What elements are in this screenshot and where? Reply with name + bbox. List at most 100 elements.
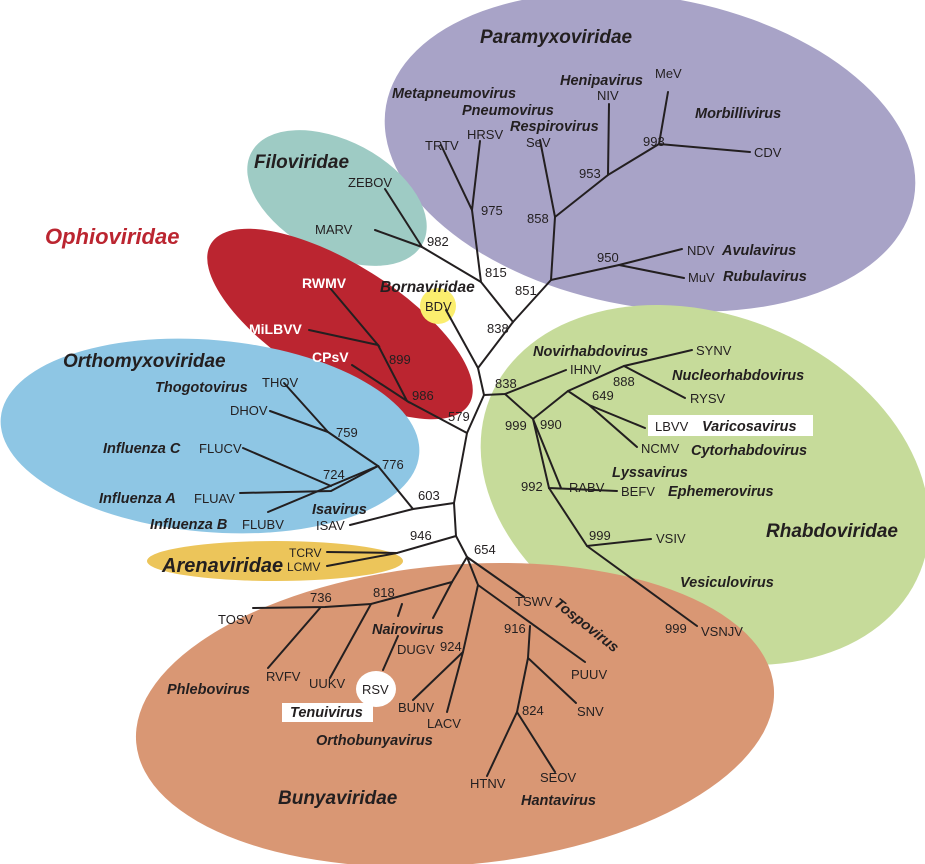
- branches: [239, 91, 751, 777]
- leaf-label: MARV: [315, 222, 353, 237]
- leaf-label: VSIV: [656, 531, 686, 546]
- genus-label: Novirhabdovirus: [533, 344, 648, 360]
- leaf-label: BDV: [425, 299, 452, 314]
- leaf-label: NCMV: [641, 441, 680, 456]
- leaf-label: RSV: [362, 682, 389, 697]
- leaf-label: HTNV: [470, 776, 506, 791]
- branch: [623, 365, 686, 399]
- bootstrap-value: 759: [336, 425, 358, 440]
- branch: [446, 651, 464, 713]
- genus-label: Varicosavirus: [702, 419, 797, 435]
- paramyxoviridae-region: [384, 0, 916, 312]
- family-label-orthomyxoviridae: Orthomyxoviridae: [63, 351, 226, 372]
- genus-label: Avulavirus: [721, 243, 796, 259]
- leaf-label: LACV: [427, 716, 461, 731]
- genus-label: Metapneumovirus: [392, 86, 516, 102]
- family-label-filoviridae: Filoviridae: [254, 152, 349, 173]
- genus-label: Respirovirus: [510, 119, 599, 135]
- bootstrap-value: 649: [592, 388, 614, 403]
- leaf-label: DHOV: [230, 403, 268, 418]
- family-label-rhabdoviridae: Rhabdoviridae: [766, 521, 898, 542]
- genus-label: Vesiculovirus: [680, 575, 774, 591]
- leaf-label: BEFV: [621, 484, 655, 499]
- genus-label: Thogotovirus: [155, 380, 248, 396]
- bootstrap-value: 999: [505, 418, 527, 433]
- branch: [471, 209, 552, 324]
- family-label-arenaviridae: Arenaviridae: [161, 555, 283, 577]
- leaf-label: DUGV: [397, 642, 435, 657]
- branch: [586, 545, 698, 627]
- genus-label: Nairovirus: [372, 622, 444, 638]
- bootstrap-value: 838: [487, 321, 509, 336]
- leaf-label: UUKV: [309, 676, 345, 691]
- leaf-label: ISAV: [316, 518, 345, 533]
- leaf-label: SYNV: [696, 343, 732, 358]
- leaf-label: MiLBVV: [249, 321, 303, 337]
- family-label-bornaviridae: Bornaviridae: [380, 279, 475, 296]
- genus-label: Ephemerovirus: [668, 484, 774, 500]
- bootstrap-value: 899: [389, 352, 411, 367]
- genus-label: Influenza A: [99, 491, 176, 507]
- bootstrap-value: 851: [515, 283, 537, 298]
- branch: [412, 556, 480, 701]
- branch: [549, 216, 683, 282]
- orthomyxoviridae-region: [0, 338, 420, 534]
- bootstrap-value: 982: [427, 234, 449, 249]
- bootstrap-value: 975: [481, 203, 503, 218]
- genus-label: Isavirus: [312, 502, 367, 518]
- bootstrap-value: 724: [323, 467, 345, 482]
- leaf-label: FLUCV: [199, 441, 242, 456]
- arenaviridae-region: [147, 541, 403, 581]
- leaf-label: RWMV: [302, 275, 347, 291]
- leaf-label: NIV: [597, 88, 619, 103]
- branch: [445, 309, 485, 396]
- leaf-label: LCMV: [287, 560, 320, 574]
- leaf-label: MuV: [688, 270, 715, 285]
- bootstrap-value: 953: [579, 166, 601, 181]
- leaf-label: LBVV: [655, 419, 689, 434]
- branch: [242, 447, 332, 487]
- branch: [532, 418, 562, 489]
- tenuivirus-highlight: [282, 703, 373, 722]
- branch: [267, 607, 321, 669]
- leaf-label: TOSV: [218, 612, 253, 627]
- branch: [406, 400, 468, 434]
- bootstrap-value: 818: [373, 585, 395, 600]
- bootstrap-value: 999: [665, 621, 687, 636]
- genus-label: Cytorhabdovirus: [691, 443, 807, 459]
- bootstrap-value: 924: [440, 639, 462, 654]
- family-label-ophioviridae: Ophioviridae: [45, 224, 179, 249]
- bootstrap-value: 986: [412, 388, 434, 403]
- leaf-label: PUUV: [571, 667, 607, 682]
- leaf-label: FLUBV: [242, 517, 284, 532]
- branch: [239, 431, 380, 494]
- branch: [267, 465, 379, 513]
- branch: [618, 264, 685, 279]
- bootstrap-value: 815: [485, 265, 507, 280]
- branch: [432, 581, 453, 619]
- leaf-label: CDV: [754, 145, 782, 160]
- genus-label: Henipavirus: [560, 73, 643, 89]
- branch: [516, 711, 556, 773]
- bornaviridae-region: [420, 288, 456, 324]
- bootstrap-value: 888: [613, 374, 635, 389]
- leaf-label: TSWV: [515, 594, 553, 609]
- leaf-label: NDV: [687, 243, 715, 258]
- genus-label: Rubulavirus: [723, 269, 807, 285]
- bootstrap-value: 999: [589, 528, 611, 543]
- bootstrap-value: 993: [643, 134, 665, 149]
- genus-label: Tenuivirus: [290, 705, 363, 721]
- genus-label: Influenza B: [150, 517, 227, 533]
- bootstrap-value: 990: [540, 417, 562, 432]
- genus-label: Orthobunyavirus: [316, 733, 433, 749]
- bootstrap-value: 838: [495, 376, 517, 391]
- leaf-label: VSNJV: [701, 624, 743, 639]
- bootstrap-value: 950: [597, 250, 619, 265]
- branch: [466, 556, 525, 598]
- genus-label: Hantavirus: [521, 793, 596, 809]
- bootstrap-value: 858: [527, 211, 549, 226]
- branch: [477, 584, 586, 663]
- leaf-label: CPsV: [312, 349, 349, 365]
- leaf-label: RABV: [569, 480, 605, 495]
- genus-label: Pneumovirus: [462, 103, 554, 119]
